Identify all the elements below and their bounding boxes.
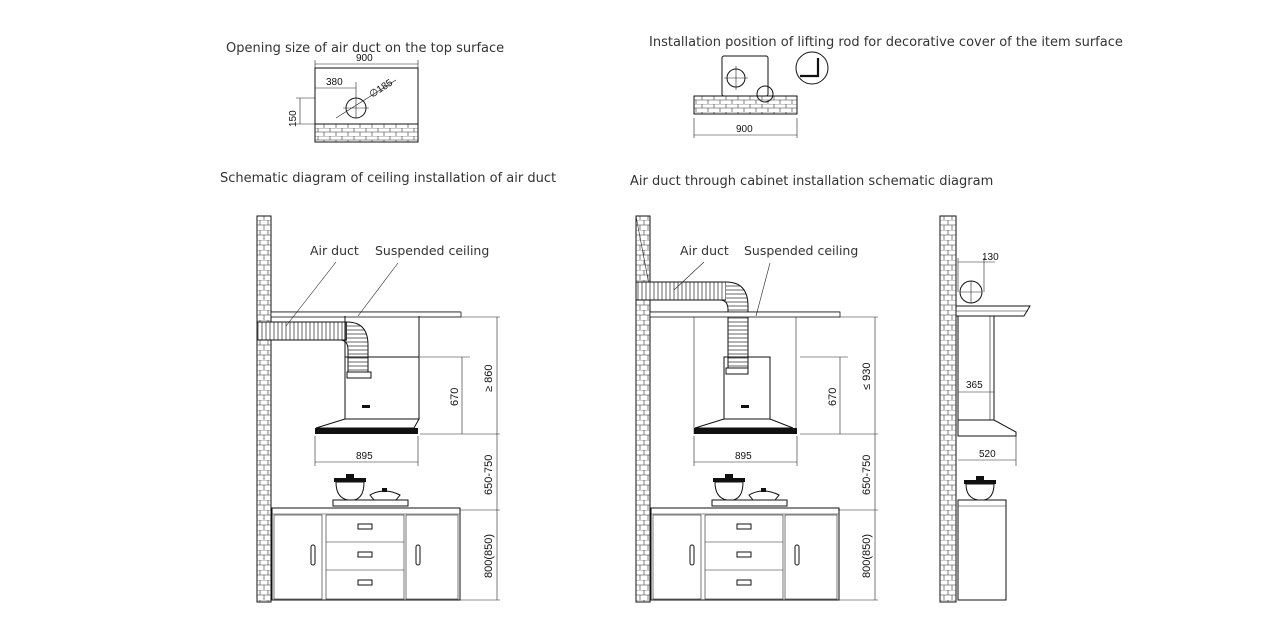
suspended-ceiling (270, 311, 462, 318)
cabinet-install-diagram: 895 670 ≤ 930 650-750 800(850) Air duct … (635, 215, 878, 603)
range-hood (315, 418, 420, 429)
brick-wall (256, 215, 272, 603)
label-suspended-ceiling: Suspended ceiling (375, 243, 489, 258)
top-surface-opening-diagram: 900 380 ∅185 150 (288, 53, 419, 143)
dim-hood-width: 895 (735, 451, 752, 462)
air-duct (256, 321, 348, 341)
range-hood (694, 418, 794, 429)
label-air-duct: Air duct (680, 243, 729, 258)
dim-cabinet: 800(850) (483, 534, 495, 578)
dim-cover-width: 900 (736, 124, 753, 135)
caption-ceiling-install: Schematic diagram of ceiling installatio… (220, 171, 556, 186)
cabinet-side (957, 499, 1007, 601)
ceiling-install-diagram: 895 670 ≥ 860 650-750 800(850) Air duct … (256, 215, 500, 603)
caption-lifting-rod: Installation position of lifting rod for… (649, 35, 1123, 50)
label-suspended-ceiling: Suspended ceiling (744, 243, 858, 258)
dim-chimney: 670 (827, 388, 839, 406)
dim-chimney-depth: 365 (966, 380, 983, 391)
hood-side (957, 419, 1017, 437)
label-air-duct: Air duct (310, 243, 359, 258)
dim-cabinet: 800(850) (861, 534, 873, 578)
suspended-ceiling (649, 311, 841, 318)
gas-stove (711, 474, 788, 507)
lifting-rod-diagram: 900 (693, 51, 829, 138)
ceiling-shelf (955, 305, 1031, 317)
base-cabinet (650, 507, 840, 601)
gas-stove (332, 474, 409, 507)
dim-hood-depth: 520 (979, 449, 996, 460)
air-duct (635, 281, 727, 301)
brick-wall (635, 215, 651, 603)
dim-offset: 380 (326, 77, 343, 88)
detail-magnifier (795, 51, 829, 85)
base-cabinet (271, 507, 461, 601)
dim-total-height: ≥ 860 (483, 365, 495, 392)
dim-depth: 150 (288, 110, 299, 127)
dim-top-width: 900 (356, 53, 373, 64)
caption-cabinet-install: Air duct through cabinet installation sc… (630, 174, 993, 189)
chimney-side (957, 315, 995, 421)
dim-diameter: ∅185 (368, 77, 396, 100)
dim-gap: 650-750 (483, 455, 495, 495)
dim-hood-width: 895 (356, 451, 373, 462)
dim-total-height: ≤ 930 (861, 363, 873, 390)
pot-side (964, 476, 996, 501)
dim-duct: 130 (982, 252, 999, 263)
dim-chimney: 670 (449, 388, 461, 406)
dim-gap: 650-750 (861, 455, 873, 495)
side-view-diagram: 130 365 520 (939, 215, 1031, 603)
brick-wall (939, 215, 957, 603)
caption-top-surface: Opening size of air duct on the top surf… (226, 41, 504, 56)
